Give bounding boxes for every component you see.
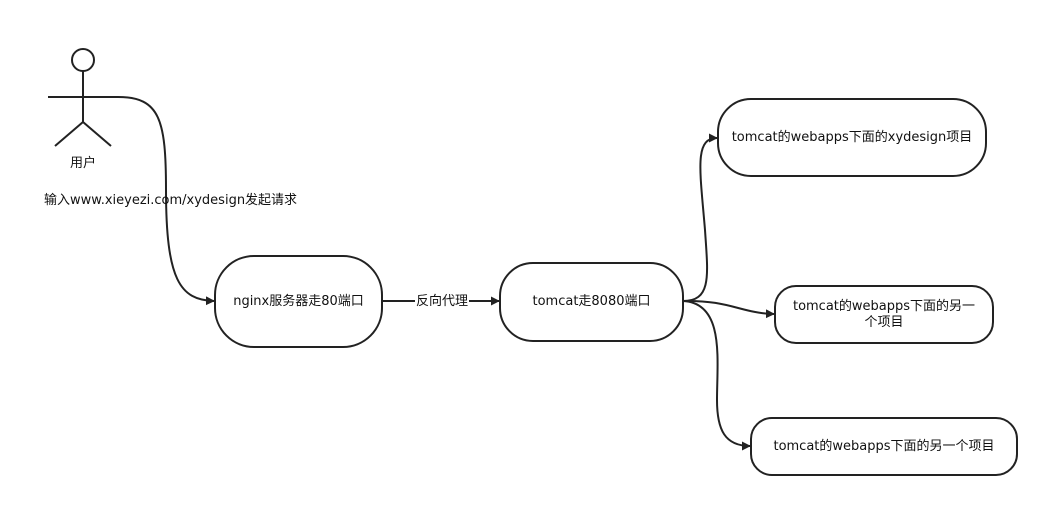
edge-label-reverse-proxy: 反向代理 (415, 294, 470, 310)
node-app1: tomcat的webapps下面的xydesign项目 (717, 98, 987, 177)
edge-tomcat-to-app1 (682, 133, 718, 302)
node-nginx: nginx服务器走80端口 (214, 255, 383, 348)
user-actor-icon (48, 48, 118, 147)
edge-tomcat-to-app3 (682, 300, 751, 451)
node-app2: tomcat的webapps下面的另一个项目 (774, 285, 994, 344)
request-label: 输入www.xieyezi.com/xydesign发起请求 (44, 193, 298, 208)
actor-label: 用户 (70, 156, 97, 171)
node-tomcat: tomcat走8080端口 (499, 262, 684, 342)
node-app3: tomcat的webapps下面的另一个项目 (750, 417, 1018, 476)
edge-tomcat-to-app2 (682, 299, 775, 319)
edge-user-to-nginx (117, 96, 215, 306)
